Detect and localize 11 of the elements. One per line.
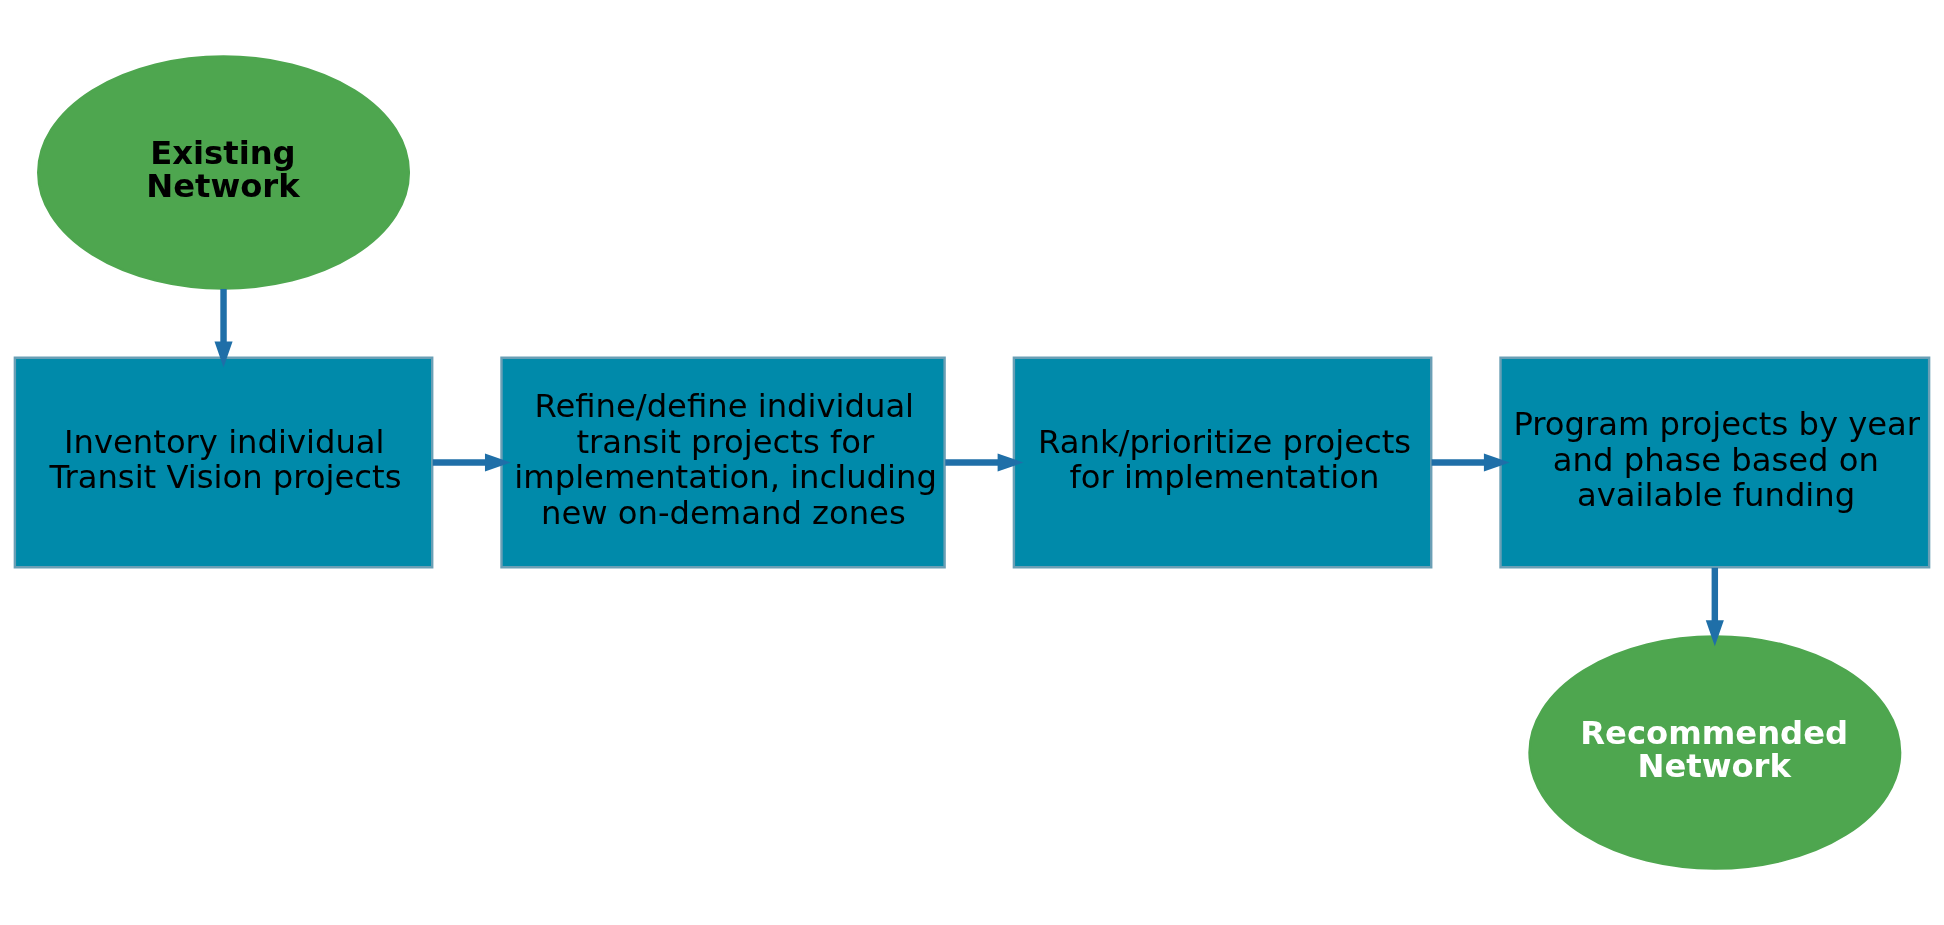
arrow [1431, 453, 1510, 472]
node-ellipse: Recommended Network [1528, 635, 1902, 870]
node-box: Refine/define individual transit projects for implementation, including new on-demand zones [500, 356, 946, 569]
node-box: Rank/prioritize projects for implementation [1012, 356, 1433, 569]
node-box: Inventory individual Transit Vision projects [13, 356, 434, 569]
arrow [945, 453, 1024, 472]
arrow [1705, 567, 1724, 647]
arrow [214, 288, 233, 368]
node-ellipse: Existing Network [37, 55, 411, 290]
arrow [432, 453, 511, 472]
node-box: Program projects by year and phase based on available funding [1499, 356, 1931, 569]
